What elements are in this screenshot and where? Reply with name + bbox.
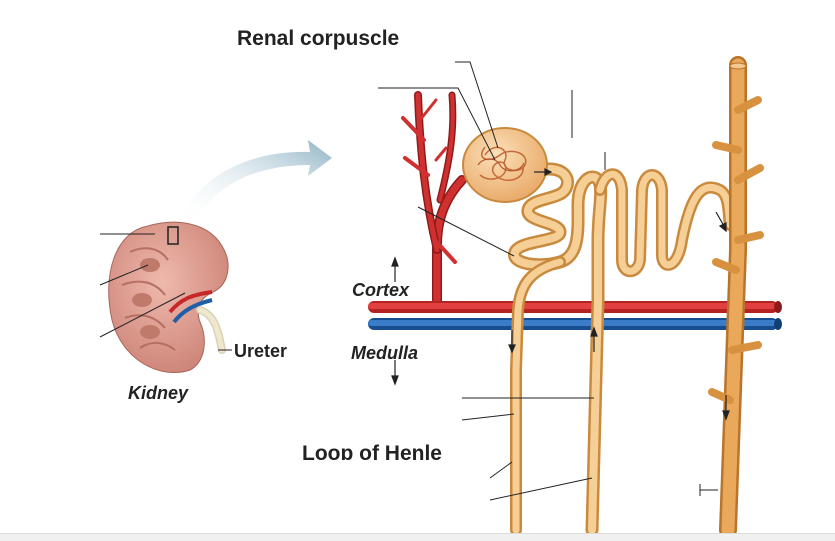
collecting-duct — [708, 56, 764, 539]
kidney-illustration — [108, 221, 229, 374]
cortical-vessels — [368, 301, 782, 330]
loop-of-henle-label: Loop of Henle — [302, 442, 442, 465]
cortex-label: Cortex — [352, 280, 410, 300]
renal-tubule — [508, 162, 736, 537]
glomerulus — [462, 127, 548, 203]
kidney-label: Kidney — [128, 383, 189, 403]
flow-arrows — [391, 168, 730, 421]
kidney-leader-lines — [99, 233, 232, 351]
medulla-label: Medulla — [351, 343, 418, 363]
renal-corpuscle-title: Renal corpuscle — [237, 27, 399, 50]
ureter-label: Ureter — [234, 341, 287, 361]
bottom-edge-bar — [0, 533, 835, 541]
zoom-arrow — [180, 140, 332, 222]
arteriole-tree — [401, 91, 467, 305]
nephron-leader-lines — [378, 61, 718, 501]
